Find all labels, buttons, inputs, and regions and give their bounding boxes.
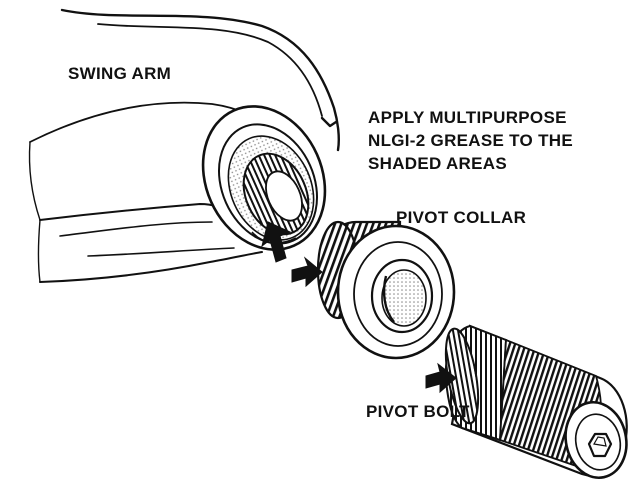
swing-arm-pivot-boss	[201, 105, 327, 251]
arrow-icon	[261, 221, 292, 263]
hex-socket-icon	[587, 432, 613, 458]
pivot-collar-label: PIVOT COLLAR	[396, 208, 527, 227]
pivot-bolt	[444, 324, 628, 479]
grease-note-line-1: APPLY MULTIPURPOSE	[368, 108, 567, 127]
arrow-icon	[291, 256, 323, 288]
swing-arm	[28, 8, 340, 283]
grease-note: APPLY MULTIPURPOSE NLGI-2 GREASE TO THE …	[368, 106, 573, 175]
grease-note-line-3: SHADED AREAS	[368, 154, 507, 173]
pivot-collar	[316, 220, 456, 360]
arrow-icon	[425, 362, 457, 394]
grease-note-line-2: NLGI-2 GREASE TO THE	[368, 131, 573, 150]
pivot-bolt-label: PIVOT BOLT	[366, 402, 470, 421]
swing-arm-label: SWING ARM	[68, 64, 172, 83]
